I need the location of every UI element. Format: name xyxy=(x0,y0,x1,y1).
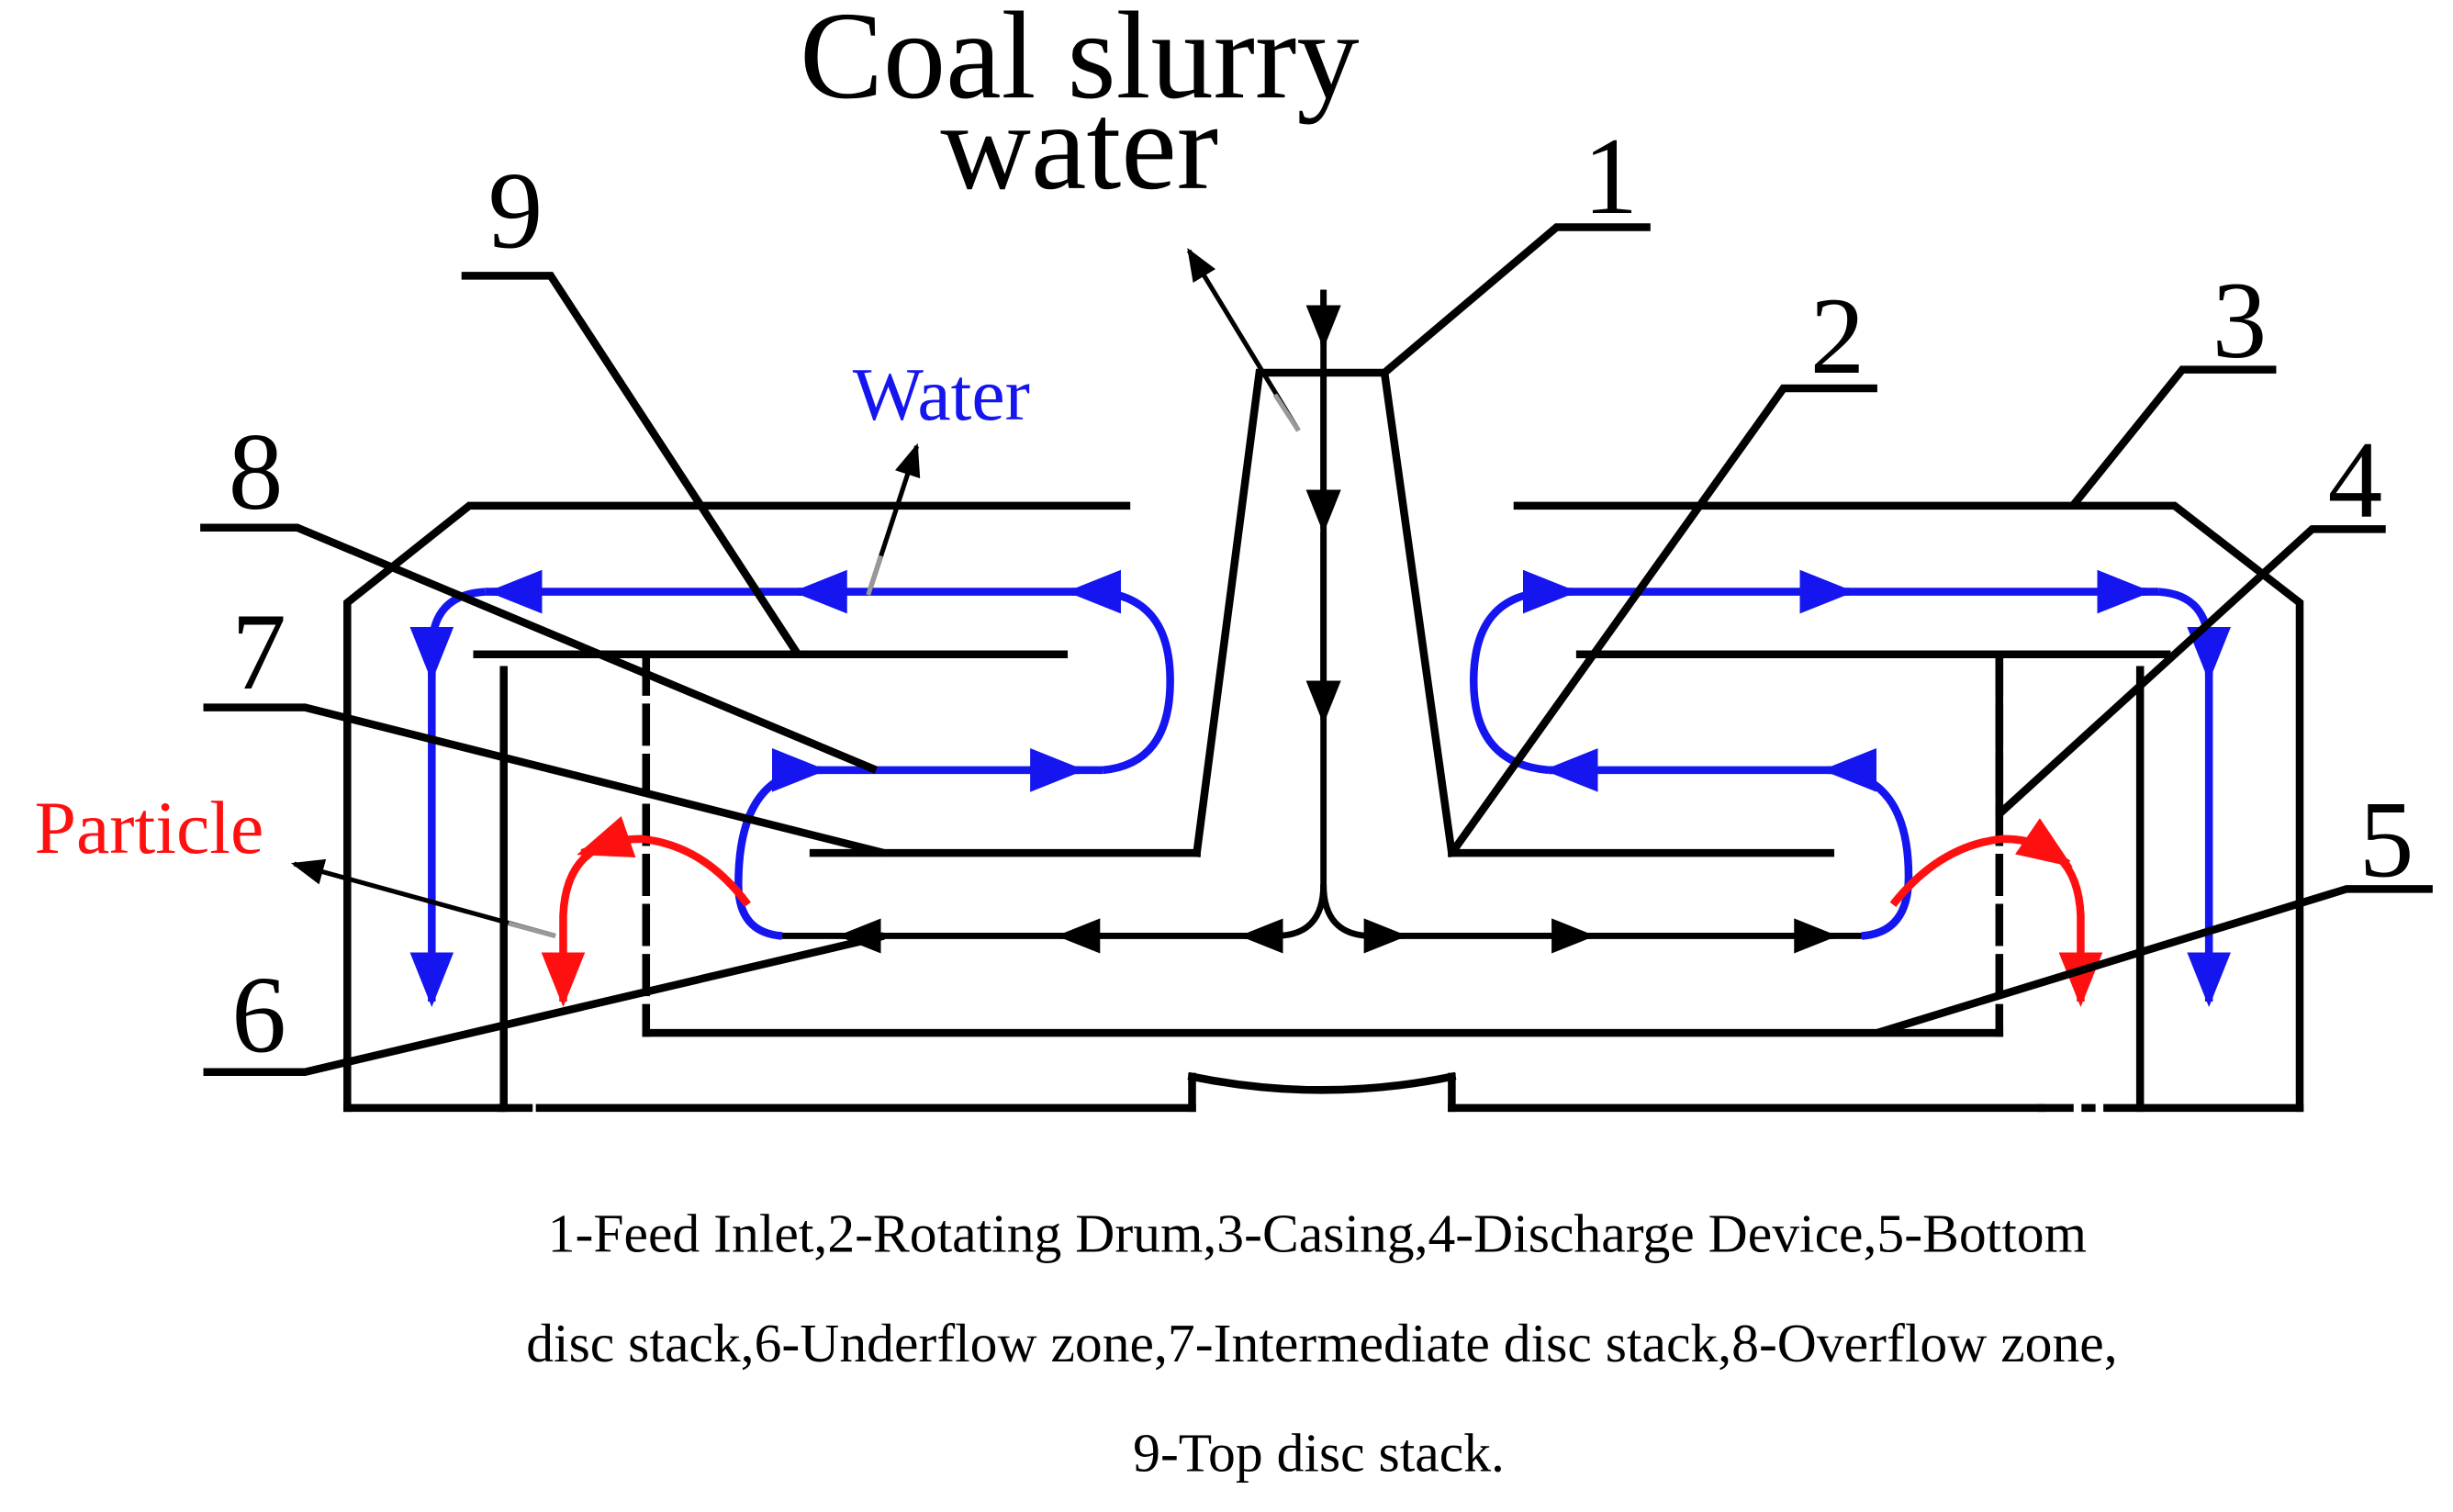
part-number-6: 6 xyxy=(231,955,286,1076)
particle-flow-right xyxy=(1889,818,2103,1008)
particle-flow-left xyxy=(541,815,751,1008)
caption-line-3: 9-Top disc stack. xyxy=(1133,1422,1505,1483)
leader-lines xyxy=(200,223,2433,1076)
part-number-4: 4 xyxy=(2328,420,2383,541)
part-number-9: 9 xyxy=(488,151,543,272)
particle-label: Particle xyxy=(34,786,263,869)
water-label: Water xyxy=(853,353,1030,436)
part-number-3: 3 xyxy=(2212,260,2268,381)
part-numbers: 1 2 3 4 5 6 7 8 9 xyxy=(229,116,2414,1075)
title-line-1: Coal slurry xyxy=(800,0,1360,125)
caption-line-2: disc stack,6-Underflow zone,7-Intermedia… xyxy=(526,1313,2117,1373)
caption-line-1: 1-Feed Inlet,2-Rotating Drum,3-Casing,4-… xyxy=(548,1204,2087,1264)
part-number-7: 7 xyxy=(231,591,286,712)
part-number-8: 8 xyxy=(229,411,284,532)
title-line-2: water xyxy=(940,78,1218,216)
part-number-5: 5 xyxy=(2359,779,2414,901)
pointer-arrows xyxy=(290,248,1301,938)
casing xyxy=(343,501,2304,1113)
part-number-1: 1 xyxy=(1584,116,1639,237)
water-flow-right xyxy=(1469,569,2232,1008)
water-flow-left xyxy=(409,569,1174,1008)
part-number-2: 2 xyxy=(1810,275,1865,397)
rotating-drum xyxy=(642,653,2004,1037)
feed-flow-arrows xyxy=(782,289,1862,954)
